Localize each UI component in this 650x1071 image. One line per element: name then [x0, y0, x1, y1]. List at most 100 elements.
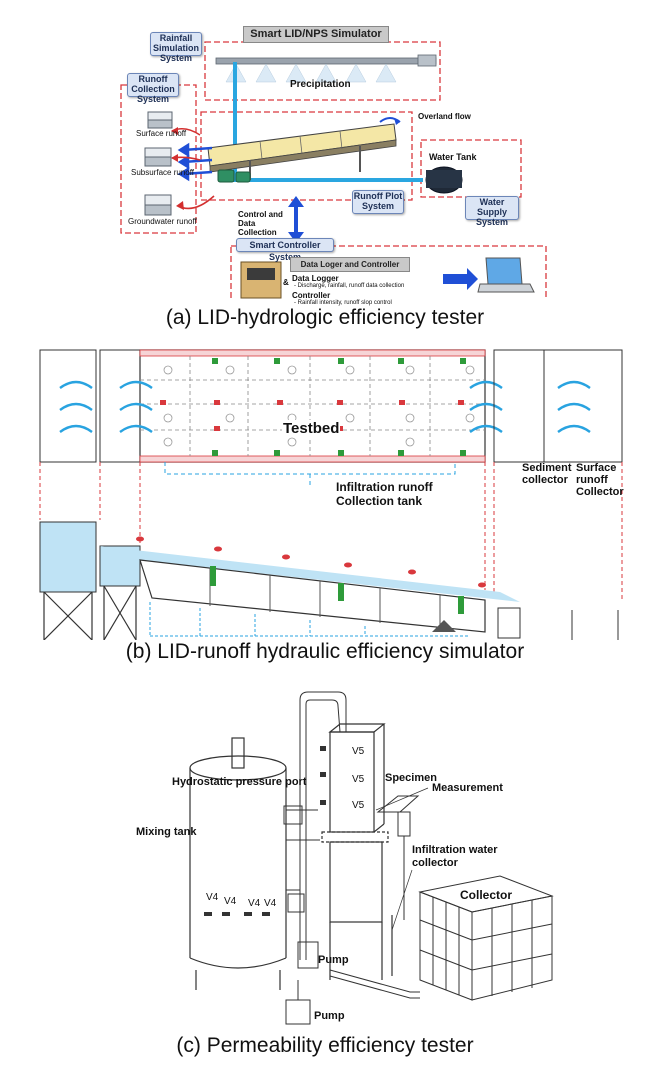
groundwater-runoff-label: Groundwater runoff: [128, 217, 197, 226]
supply-pipe-horizontal: [233, 178, 423, 182]
valve-v4-label-4: V4: [264, 898, 277, 909]
data-logger-panel: [247, 268, 275, 280]
valve-v4-label-2: V4: [224, 896, 237, 907]
surface-runoff-collector-label: Surface runoff Collector: [576, 462, 624, 498]
testbed-bottom-rail: [139, 455, 486, 463]
caption-b: (b) LID-runoff hydraulic efficiency simu…: [125, 640, 525, 663]
control-data-label: Control and Data Collection: [238, 210, 283, 237]
caption-a: (a) LID-hydrologic efficiency tester: [165, 306, 485, 329]
testbed-green-plants: [212, 358, 466, 456]
inlet-box-1: [39, 349, 97, 463]
water-supply-label: Water Supply System: [465, 196, 519, 227]
send-arrow: [443, 268, 478, 290]
control-box-2: [287, 893, 305, 913]
valve-v5-label-1: V5: [352, 746, 365, 757]
sediment-collector-box: [493, 349, 545, 463]
red-arrowheads: [171, 127, 184, 210]
infiltration-bracket: [164, 462, 456, 475]
mixing-tank: [189, 737, 287, 990]
data-logger-title: Data Logger: [292, 274, 339, 283]
controller-boundary: [230, 245, 547, 300]
pump-a2: [235, 171, 251, 183]
sloped-testbed-side: [139, 559, 486, 633]
water-tank-label: Water Tank: [429, 152, 477, 162]
panel-a-hydrologic-tester: Smart LID/NPS Simulator Rainfall Simulat…: [0, 0, 650, 306]
testbed-top-view: [139, 349, 486, 463]
surface-runoff-label: Surface runoff: [136, 129, 187, 138]
support-stand: [432, 620, 456, 632]
precipitation-label: Precipitation: [290, 79, 351, 90]
runoff-blue-arrows: [177, 142, 213, 182]
slope-plants: [210, 566, 464, 614]
collector-cage: [418, 875, 554, 1001]
leader-lines: [375, 787, 429, 931]
overland-flow-label: Overland flow: [418, 112, 471, 121]
ampersand-label: &: [283, 278, 289, 287]
pump-box-2: [285, 999, 311, 1025]
runoff-collection-label: Runoff Collection System: [127, 73, 179, 104]
specimen-tray: [376, 795, 420, 920]
mixing-tank-label: Mixing tank: [136, 826, 197, 838]
testbed-circles: [163, 365, 475, 447]
supply-pipe-vertical: [233, 62, 237, 180]
infiltration-collector-label: Infiltration water collector: [412, 844, 498, 869]
valves-v5: [320, 746, 326, 805]
inlet-tank-legs: [43, 585, 137, 640]
data-logger-header: Data Loger and Controller: [290, 257, 410, 272]
collector-icons: [144, 111, 173, 216]
pump-box-1: [297, 941, 319, 969]
overland-flow-arrowhead: [394, 118, 400, 125]
pump-label-2: Pump: [314, 1010, 345, 1022]
controller-desc: - Rainfall intensity, runoff slop contro…: [294, 300, 392, 306]
panel-b-runoff-simulator: Testbed Sediment collector Surface runof…: [0, 340, 650, 640]
testbed-top-rail: [139, 349, 486, 357]
rain-drops-red: [136, 536, 486, 588]
pump-a1: [217, 169, 235, 183]
plot-system-boundary: [200, 111, 413, 201]
water-surface: [100, 546, 520, 602]
panel-c-drawing: [189, 691, 554, 1025]
pump-label-1: Pump: [318, 954, 349, 966]
permeability-column: [321, 723, 393, 980]
data-link-arrowhead-down: [288, 232, 304, 243]
measurement-label: Measurement: [432, 782, 503, 794]
specimen-label: Specimen: [385, 772, 437, 784]
rain-spray-group: [225, 63, 397, 83]
controller-title: Controller: [292, 291, 331, 300]
sediment-collector-side: [497, 607, 521, 639]
pipes: [286, 691, 420, 999]
data-link-arrowhead-up: [288, 196, 304, 207]
inlet-box-2: [99, 349, 141, 463]
valves-v4: [204, 912, 270, 916]
valve-v4-label-3: V4: [248, 898, 261, 909]
valve-v4-label-1: V4: [206, 892, 219, 903]
smart-controller-label: Smart Controller System: [236, 238, 334, 262]
surface-collector-box: [543, 349, 623, 463]
panel-c-permeability-tester: Hydrostatic pressure port Mixing tank Sp…: [0, 680, 650, 1030]
flow-arcs: [59, 380, 591, 433]
subsurface-runoff-label: Subsurface runoff: [131, 168, 195, 177]
panel-a-header: Smart LID/NPS Simulator: [243, 26, 389, 43]
testbed-label: Testbed: [282, 420, 341, 437]
runoff-plot-label: Runoff Plot System: [352, 190, 404, 214]
rainfall-pipe-end: [417, 54, 437, 67]
valve-v5-label-2: V5: [352, 774, 365, 785]
runoff-plot: [207, 123, 397, 180]
inlet-tank-side: [39, 521, 97, 593]
sediment-collector-label: Sediment collector: [522, 462, 572, 486]
panel-b-drawing: [39, 349, 623, 640]
testbed-grid: [140, 356, 485, 456]
valve-v5-label-3: V5: [352, 800, 365, 811]
infiltration-tank-label: Infiltration runoff Collection tank: [336, 480, 433, 508]
caption-c: (c) Permeability efficiency tester: [176, 1034, 474, 1057]
hydrostatic-port-label: Hydrostatic pressure port: [172, 776, 307, 788]
panel-a-drawing: [120, 41, 547, 300]
overland-flow-arrow: [379, 117, 401, 123]
data-logger-desc: - Discharge, rainfall, runoff data colle…: [294, 283, 405, 289]
laptop-icon: [477, 257, 535, 293]
collector-label: Collector: [460, 888, 513, 902]
rainfall-pipe: [215, 57, 437, 65]
underdrain-pipes: [149, 602, 470, 637]
control-box-1: [283, 805, 303, 825]
rainfall-system-label: Rainfall Simulation System: [150, 32, 202, 63]
